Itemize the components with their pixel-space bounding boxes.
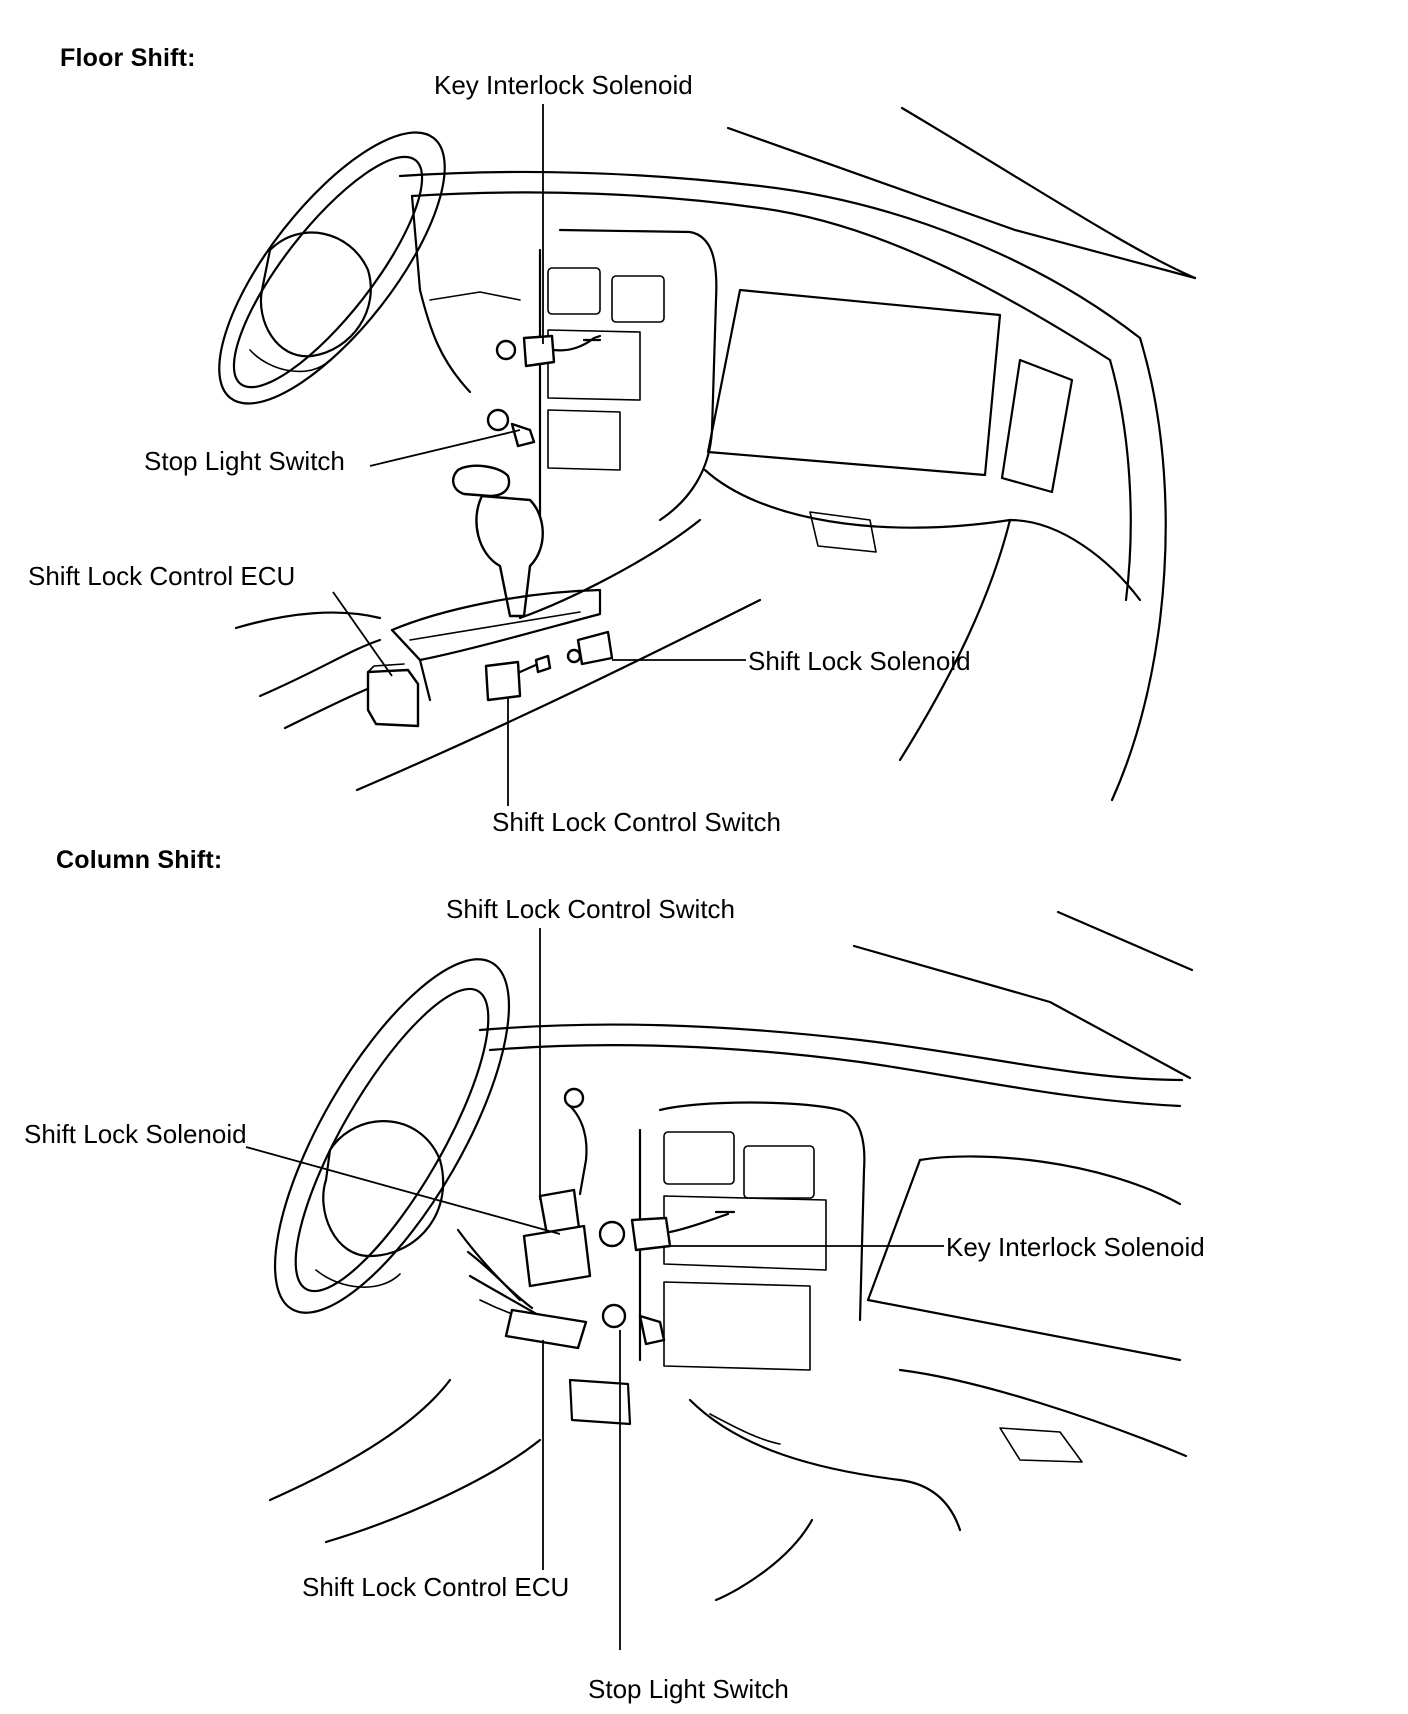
floor-key-interlock-solenoid-label: Key Interlock Solenoid (434, 70, 693, 100)
column-shift-lock-control-ecu-label: Shift Lock Control ECU (302, 1572, 570, 1602)
floor-shift-heading: Floor Shift: (60, 44, 196, 72)
column-shift-lock-control-switch-label: Shift Lock Control Switch (446, 894, 736, 924)
column-shift-lock-solenoid-label: Shift Lock Solenoid (24, 1119, 247, 1149)
floor-shift-lock-solenoid-label: Shift Lock Solenoid (748, 646, 971, 676)
floor-shift-lock-control-ecu-label: Shift Lock Control ECU (28, 561, 296, 591)
floor-shift-lock-control-switch-label: Shift Lock Control Switch (492, 807, 782, 837)
floor-shift-dashboard-drawing (218, 104, 1197, 806)
column-stop-light-switch-label: Stop Light Switch (588, 1674, 789, 1704)
floor-stop-light-switch-label: Stop Light Switch (144, 446, 345, 476)
column-key-interlock-solenoid-label: Key Interlock Solenoid (946, 1232, 1205, 1262)
column-shift-heading: Column Shift: (56, 846, 223, 874)
